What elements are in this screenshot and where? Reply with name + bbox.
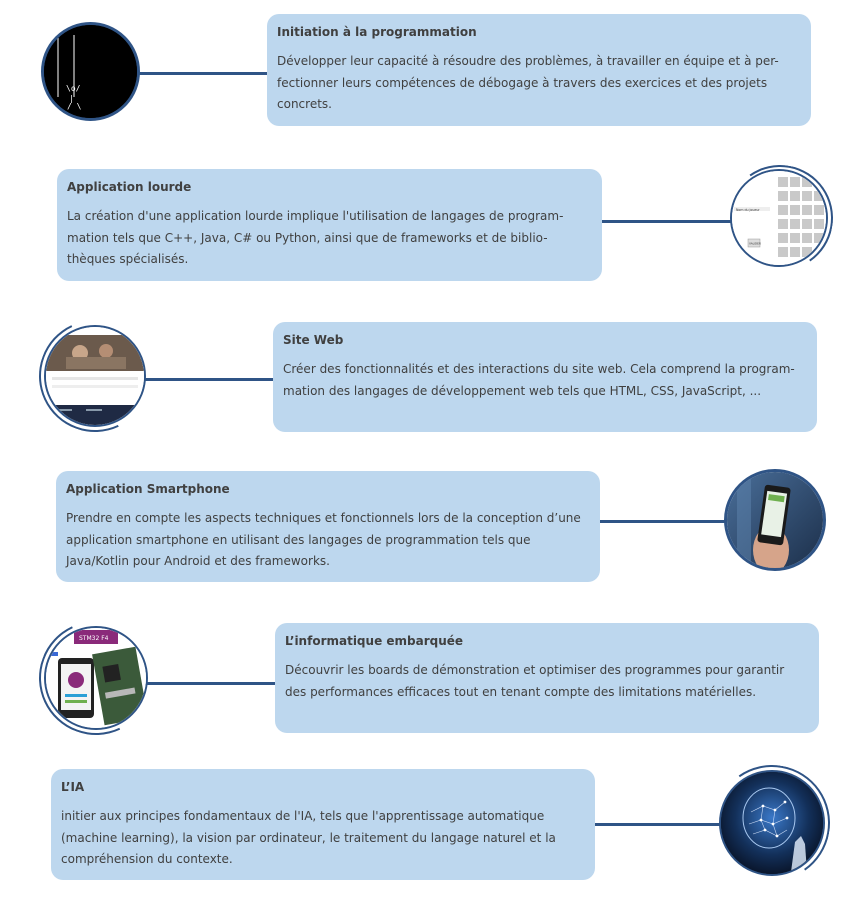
thumbnail-ai [719, 770, 825, 876]
thumb-label-board: STM32 F4 [79, 635, 109, 642]
card-description: Développer leur capacité à résoudre des … [277, 54, 779, 111]
svg-text:|: | [69, 94, 74, 103]
card-description: La création d'une application lourde imp… [67, 209, 564, 266]
card-title: Site Web [283, 333, 344, 347]
card-title: Application Smartphone [66, 482, 230, 496]
connector-1 [132, 72, 268, 75]
svg-text:\o/: \o/ [66, 84, 81, 93]
connector-4 [598, 520, 728, 523]
thumbnail-desktop-app: Nom du joueur VALIDER [730, 169, 828, 267]
card-desktop-app: Application lourde La création d'une app… [57, 169, 602, 281]
card-title: L’informatique embarquée [285, 634, 464, 648]
connector-2 [601, 220, 735, 223]
card-description: Découvrir les boards de démonstration et… [285, 663, 785, 699]
thumb-label-validate: VALIDER [749, 242, 761, 246]
card-title: L’IA [61, 780, 85, 794]
svg-text:/ \: / \ [67, 102, 82, 111]
thumbnail-website [44, 325, 146, 427]
card-programming: Initiation à la programmation Développer… [267, 14, 811, 126]
connector-5 [140, 682, 277, 685]
thumbnail-embedded: STM32 F4 [44, 626, 148, 730]
thumbnail-programming: \o/ | / \ [41, 22, 140, 121]
connector-3 [140, 378, 276, 381]
card-website: Site Web Créer des fonctionnalités et de… [273, 322, 817, 432]
connector-6 [593, 823, 727, 826]
thumb-label-player: Nom du joueur [736, 208, 760, 212]
card-description: Créer des fonctionnalités et des interac… [283, 362, 795, 398]
card-embedded: L’informatique embarquée Découvrir les b… [275, 623, 819, 733]
card-title: Initiation à la programmation [277, 25, 477, 39]
card-title: Application lourde [67, 180, 192, 194]
thumbnail-smartphone [724, 469, 826, 571]
card-description: Prendre en compte les aspects techniques… [66, 511, 581, 568]
card-ai: L’IA initier aux principes fondamentaux … [51, 769, 595, 880]
card-description: initier aux principes fondamentaux de l'… [61, 809, 556, 866]
card-smartphone: Application Smartphone Prendre en compte… [56, 471, 600, 582]
